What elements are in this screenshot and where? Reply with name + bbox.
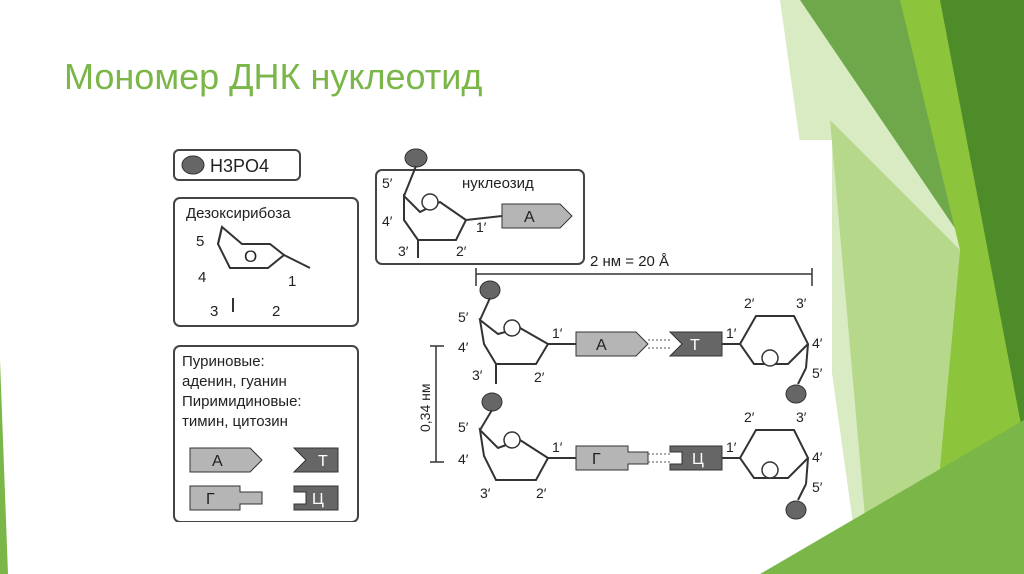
bases-legend-box: Пуриновые: аденин, гуанин Пиримидиновые:…: [173, 345, 359, 523]
atom-label: 3: [210, 303, 218, 320]
svg-text:2′: 2′: [744, 409, 755, 425]
green-accent-shape: [940, 0, 1024, 440]
svg-text:3′: 3′: [796, 295, 807, 311]
phosphate-icon: [181, 155, 205, 175]
width-label: 2 нм = 20 Å: [590, 253, 669, 270]
svg-text:3′: 3′: [472, 367, 483, 383]
legend-line: тимин, цитозин: [182, 413, 288, 430]
svg-text:4′: 4′: [812, 449, 823, 465]
svg-text:Т: Т: [318, 453, 328, 470]
prime-label: 4′: [382, 213, 393, 229]
thymine-shape: Т: [292, 447, 339, 473]
svg-text:1′: 1′: [552, 325, 563, 341]
height-dimension: 0,34 нм: [417, 345, 444, 463]
prime-label: 3′: [398, 243, 409, 259]
svg-text:5′: 5′: [812, 365, 823, 381]
svg-text:5′: 5′: [458, 419, 469, 435]
nucleoside-box: нуклеозид A 5′ 4′ 1′ 3′ 2′: [375, 148, 585, 265]
legend-line: аденин, гуанин: [182, 373, 287, 390]
phosphate-icon: [785, 500, 807, 520]
svg-text:А: А: [212, 453, 223, 470]
legend-line: Пуриновые:: [182, 353, 265, 370]
green-accent-shape: [830, 120, 960, 574]
svg-text:2′: 2′: [534, 369, 545, 385]
svg-text:1′: 1′: [552, 439, 563, 455]
svg-text:Ц: Ц: [312, 491, 324, 508]
left-base: А: [596, 337, 607, 354]
svg-text:2′: 2′: [744, 295, 755, 311]
svg-text:3′: 3′: [480, 485, 491, 501]
deoxyribose-box: Дезоксирибоза 5 4 O 1 3 2: [173, 197, 359, 327]
phosphate-icon: [481, 392, 503, 412]
atom-label: O: [244, 247, 257, 266]
legend-line: Пиримидиновые:: [182, 393, 302, 410]
prime-label: 5′: [382, 175, 393, 191]
right-base: Ц: [692, 451, 704, 468]
phosphate-icon: [479, 280, 501, 300]
right-base: Т: [690, 337, 700, 354]
atom-label: 4: [198, 269, 206, 286]
width-dimension: 2 нм = 20 Å: [475, 250, 813, 286]
atom-label: 5: [196, 233, 204, 250]
cytosine-shape: Ц: [293, 485, 339, 511]
height-label: 0,34 нм: [417, 384, 433, 433]
atom-label: 1: [288, 273, 296, 290]
prime-label: 1′: [476, 219, 487, 235]
svg-text:Г: Г: [206, 491, 215, 508]
guanine-shape: Г: [189, 485, 263, 511]
page-title: Мономер ДНК нуклеотид: [64, 56, 483, 97]
dna-monomer-figure: H3PO4 Дезоксирибоза 5 4 O 1 3 2 Пуриновы…: [160, 140, 832, 523]
svg-text:3′: 3′: [796, 409, 807, 425]
nucleoside-base: A: [524, 209, 535, 226]
prime-label: 2′: [456, 243, 467, 259]
svg-text:4′: 4′: [458, 451, 469, 467]
svg-text:4′: 4′: [812, 335, 823, 351]
svg-text:1′: 1′: [726, 439, 737, 455]
adenine-shape: А: [189, 447, 263, 473]
phosphate-icon: [785, 384, 807, 404]
svg-text:5′: 5′: [812, 479, 823, 495]
svg-text:4′: 4′: [458, 339, 469, 355]
green-accent-shape: [760, 420, 1024, 574]
base-pair-gc: 5′ 4′ 1′ 3′ 2′ Г Ц 2′ 3′ 1′ 4′ 5′: [458, 392, 823, 520]
base-pair-at: 5′ 4′ 1′ 3′ 2′ А Т 2′ 3′ 1′ 4′ 5′: [458, 280, 823, 404]
left-base: Г: [592, 451, 601, 468]
green-accent-shape: [0, 360, 8, 574]
svg-text:2′: 2′: [536, 485, 547, 501]
svg-text:5′: 5′: [458, 309, 469, 325]
nucleoside-label: нуклеозид: [462, 175, 534, 192]
phosphate-formula: H3PO4: [210, 156, 269, 176]
atom-label: 2: [272, 303, 280, 320]
deoxyribose-title: Дезоксирибоза: [186, 205, 291, 222]
svg-text:1′: 1′: [726, 325, 737, 341]
phosphate-legend: H3PO4: [173, 149, 301, 181]
phosphate-icon: [404, 148, 428, 168]
